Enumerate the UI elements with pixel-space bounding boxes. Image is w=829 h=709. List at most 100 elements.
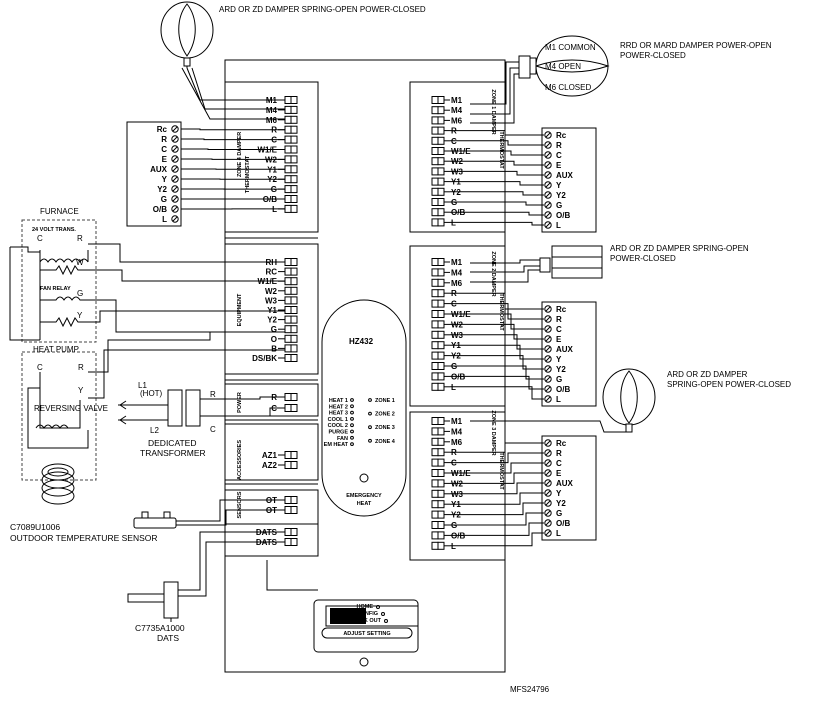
zone1-terminal[interactable]: [431, 147, 439, 155]
thermostat-zone3-screw[interactable]: [544, 439, 552, 447]
accessories-terminal[interactable]: [284, 461, 292, 469]
thermostat-zone3-screw[interactable]: [544, 509, 552, 517]
thermostat-zone4-screw[interactable]: [171, 195, 179, 203]
power-terminal[interactable]: [284, 404, 292, 412]
thermostat-zone4-screw[interactable]: [171, 125, 179, 133]
zone1-terminal[interactable]: [431, 198, 439, 206]
zone2-terminal[interactable]: [431, 289, 439, 298]
zone2-terminal[interactable]: [431, 268, 439, 277]
zone3-terminal[interactable]: [431, 417, 439, 425]
thermostat-zone3-screw[interactable]: [544, 499, 552, 507]
equipment-terminal[interactable]: [284, 296, 292, 305]
equipment-terminal[interactable]: [284, 286, 292, 295]
thermostat-zone2-screw[interactable]: [544, 325, 552, 333]
thermostat-zone4-screw[interactable]: [171, 205, 179, 213]
sensors-dats-terminal[interactable]: [284, 528, 292, 536]
zone4-terminal[interactable]: [284, 204, 292, 213]
zone2-terminal[interactable]: [431, 299, 439, 308]
zone4-terminal[interactable]: [284, 165, 292, 174]
thermostat-zone4-screw[interactable]: [171, 175, 179, 183]
zone3-terminal[interactable]: [431, 500, 439, 509]
equipment-terminal[interactable]: [284, 267, 292, 276]
zone1-terminal[interactable]: [431, 218, 439, 227]
zone2-terminal[interactable]: [431, 278, 439, 287]
thermostat-zone2-screw[interactable]: [544, 345, 552, 353]
zone2-terminal[interactable]: [431, 341, 439, 350]
thermostat-zone3-screw[interactable]: [544, 449, 552, 457]
zone2-terminal[interactable]: [431, 330, 439, 339]
thermostat-zone2-screw[interactable]: [544, 375, 552, 383]
thermostat-zone4-screw[interactable]: [171, 155, 179, 163]
thermostat-zone3-screw[interactable]: [544, 459, 552, 467]
equipment-terminal[interactable]: [284, 277, 292, 286]
thermostat-zone1-screw[interactable]: [544, 141, 552, 149]
zone1-terminal[interactable]: [431, 187, 439, 196]
thermostat-zone1-screw[interactable]: [544, 161, 552, 169]
equipment-terminal[interactable]: [284, 344, 292, 353]
thermostat-zone1-screw[interactable]: [544, 131, 552, 139]
thermostat-zone1-screw[interactable]: [544, 211, 552, 219]
sensors-terminal[interactable]: [284, 496, 292, 504]
thermostat-zone3-screw[interactable]: [544, 479, 552, 487]
thermostat-zone4-screw[interactable]: [171, 135, 179, 143]
thermostat-zone2-screw[interactable]: [544, 335, 552, 343]
power-terminal[interactable]: [284, 393, 292, 401]
zone4-terminal[interactable]: [284, 145, 292, 154]
thermostat-zone1-screw[interactable]: [544, 151, 552, 159]
equipment-terminal[interactable]: [284, 258, 292, 266]
zone4-terminal[interactable]: [284, 195, 292, 203]
thermostat-zone4-screw[interactable]: [171, 215, 179, 223]
equipment-terminal[interactable]: [284, 325, 292, 334]
thermostat-zone4-screw[interactable]: [171, 165, 179, 173]
zone1-terminal[interactable]: [431, 157, 439, 166]
thermostat-zone4-screw[interactable]: [171, 145, 179, 153]
zone2-terminal[interactable]: [431, 351, 439, 360]
thermostat-zone2-screw[interactable]: [544, 315, 552, 323]
zone1-terminal[interactable]: [431, 167, 439, 176]
thermostat-zone1-screw[interactable]: [544, 171, 552, 179]
zone2-terminal[interactable]: [431, 372, 439, 381]
thermostat-zone1-screw[interactable]: [544, 181, 552, 189]
thermostat-zone2-screw[interactable]: [544, 385, 552, 393]
zone3-terminal[interactable]: [431, 448, 439, 457]
thermostat-zone4-screw[interactable]: [171, 185, 179, 193]
thermostat-zone2-screw[interactable]: [544, 355, 552, 363]
zone1-terminal[interactable]: [431, 96, 439, 104]
zone1-terminal[interactable]: [431, 116, 439, 125]
zone4-terminal[interactable]: [284, 175, 292, 184]
thermostat-zone1-screw[interactable]: [544, 191, 552, 199]
zone3-terminal[interactable]: [431, 427, 439, 436]
thermostat-zone3-screw[interactable]: [544, 469, 552, 477]
zone2-terminal[interactable]: [431, 320, 439, 329]
zone3-terminal[interactable]: [431, 479, 439, 488]
zone1-terminal[interactable]: [431, 208, 439, 217]
zone3-terminal[interactable]: [431, 541, 439, 550]
zone4-terminal[interactable]: [284, 125, 292, 134]
accessories-terminal[interactable]: [284, 451, 292, 459]
thermostat-zone3-screw[interactable]: [544, 519, 552, 527]
zone3-terminal[interactable]: [431, 521, 439, 529]
zone2-terminal[interactable]: [431, 310, 439, 318]
zone4-terminal[interactable]: [284, 185, 292, 194]
equipment-terminal[interactable]: [284, 334, 292, 343]
thermostat-zone2-screw[interactable]: [544, 305, 552, 313]
sensors-terminal[interactable]: [284, 506, 292, 514]
thermostat-zone3-screw[interactable]: [544, 489, 552, 497]
zone2-terminal[interactable]: [431, 382, 439, 391]
zone1-terminal[interactable]: [431, 136, 439, 145]
thermostat-zone2-screw[interactable]: [544, 395, 552, 403]
zone2-terminal[interactable]: [431, 258, 439, 266]
sensors-dats-terminal[interactable]: [284, 538, 292, 546]
zone2-terminal[interactable]: [431, 362, 439, 370]
zone1-terminal[interactable]: [431, 106, 439, 115]
zone3-terminal[interactable]: [431, 531, 439, 540]
zone1-terminal[interactable]: [431, 177, 439, 186]
zone1-terminal[interactable]: [431, 126, 439, 135]
thermostat-zone1-screw[interactable]: [544, 221, 552, 229]
thermostat-zone1-screw[interactable]: [544, 201, 552, 209]
zone3-terminal[interactable]: [431, 469, 439, 477]
zone4-terminal[interactable]: [284, 135, 292, 144]
zone3-terminal[interactable]: [431, 437, 439, 446]
zone4-terminal[interactable]: [284, 96, 292, 104]
zone3-terminal[interactable]: [431, 510, 439, 519]
